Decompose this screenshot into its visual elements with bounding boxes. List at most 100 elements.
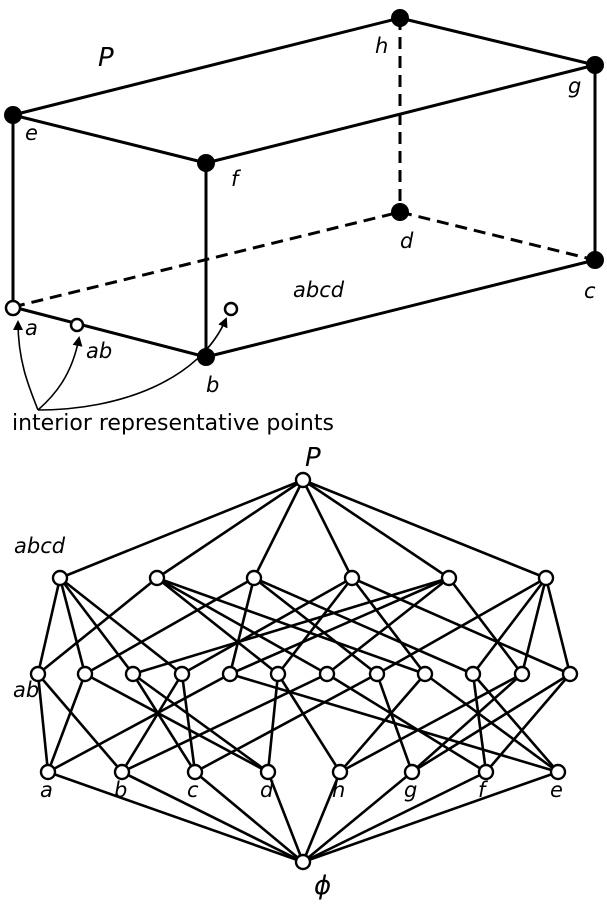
arrow-to-a: [13, 320, 39, 411]
lattice-edge: [194, 771, 304, 863]
lattice-edge: [472, 673, 559, 773]
lattice-vertex-label: a: [40, 778, 53, 802]
lattice-edge: [132, 576, 450, 676]
label-d: d: [400, 229, 414, 253]
edge-node: [76, 665, 94, 683]
lattice-edge: [252, 479, 305, 579]
vertex-h: [391, 9, 409, 27]
vertex-node: [549, 763, 567, 781]
lattice-edge: [84, 672, 269, 774]
lattice-edge: [471, 673, 488, 773]
edge-node: [464, 665, 482, 683]
vertex-d: [391, 203, 409, 221]
vertex-node: [39, 763, 57, 781]
arrow-to-abcd: [37, 317, 228, 411]
lattice-edge: [156, 478, 304, 580]
lattice-edge: [301, 479, 354, 579]
lattice-edge: [302, 478, 450, 580]
lattice-node-top: [294, 471, 312, 489]
vertex-node: [331, 763, 349, 781]
lattice-vertex-label: c: [187, 778, 199, 802]
vertex-node: [403, 763, 421, 781]
lattice-edge: [266, 673, 280, 773]
facet-node: [148, 569, 166, 587]
lattice-edge: [544, 577, 572, 675]
interior-points: [4, 299, 239, 333]
edge-h-g: [399, 16, 596, 67]
lattice-edge: [520, 577, 548, 675]
edge-node: [173, 665, 191, 683]
edge-b-c: [205, 258, 596, 359]
facet-node: [51, 569, 69, 587]
lattice-vertex-label: b: [114, 778, 127, 802]
lattice-edge: [180, 673, 197, 773]
lattice-edge: [36, 673, 50, 773]
lattice-vertex-label: f: [478, 778, 489, 802]
lattice-edge: [326, 576, 450, 676]
lattice-edge: [132, 672, 269, 774]
edge-a-b: [12, 305, 207, 359]
lattice-edge: [302, 478, 547, 580]
edge-label-ab: ab: [86, 339, 112, 363]
lattice-edge: [326, 672, 487, 774]
lattice-edge: [339, 673, 426, 773]
vertex-f: [197, 154, 215, 172]
lattice-edge: [121, 672, 328, 774]
lattice-edge: [156, 576, 279, 676]
lattice-edge: [47, 770, 304, 864]
lattice-edge: [253, 576, 474, 676]
lattice-vertex-label: e: [550, 778, 563, 802]
lattice-edge: [485, 673, 571, 773]
edge-node: [221, 665, 239, 683]
lattice-edge: [302, 770, 487, 864]
visible-edges: [11, 16, 597, 359]
edge-node: [513, 665, 531, 683]
lattice-edge: [375, 673, 414, 773]
lattice-edge: [411, 672, 571, 774]
edge-node: [318, 665, 336, 683]
arrow-to-ab: [37, 336, 83, 411]
face-label-abcd: abcd: [293, 278, 345, 302]
edge-e-h: [12, 16, 401, 117]
edge-f-g: [205, 63, 596, 165]
caption-arrows: [13, 317, 228, 411]
label-b: b: [206, 373, 219, 397]
vertex-c: [586, 251, 604, 269]
lattice-edge: [302, 770, 413, 864]
edge-node: [124, 665, 142, 683]
lattice-edge: [301, 771, 342, 863]
edge-node: [561, 665, 579, 683]
facet-node: [440, 569, 458, 587]
lattice-edge: [37, 673, 123, 773]
vertex-e: [4, 106, 22, 124]
facet-node: [245, 569, 263, 587]
label-e: e: [25, 121, 38, 145]
lattice-edge: [58, 577, 87, 675]
box-vertices: [4, 9, 604, 366]
label-h: h: [375, 34, 388, 58]
lattice-edges: [36, 478, 572, 864]
lattice-edge: [121, 770, 304, 864]
lattice-bottom-label: ϕ: [314, 871, 331, 901]
lattice-edge: [276, 673, 342, 773]
label-g: g: [568, 74, 581, 98]
lattice-edge: [266, 771, 305, 863]
lattice-edge: [36, 577, 62, 675]
caption: interior representative points: [12, 411, 334, 436]
facet-row-label: abcd: [14, 534, 66, 558]
lattice-edge: [229, 576, 450, 676]
vertex-node: [477, 763, 495, 781]
vertex-b: [197, 348, 215, 366]
vertex-node: [259, 763, 277, 781]
lattice-edge: [37, 576, 158, 676]
lattice-edge: [471, 577, 548, 675]
interior-point-ab: [69, 317, 85, 333]
lattice-edge: [447, 577, 524, 675]
edge-e-f: [12, 113, 207, 165]
edge-node: [29, 665, 47, 683]
label-f: f: [231, 167, 242, 191]
lattice-edge: [47, 672, 231, 774]
edge-node: [416, 665, 434, 683]
interior-point-abcd: [223, 301, 239, 317]
